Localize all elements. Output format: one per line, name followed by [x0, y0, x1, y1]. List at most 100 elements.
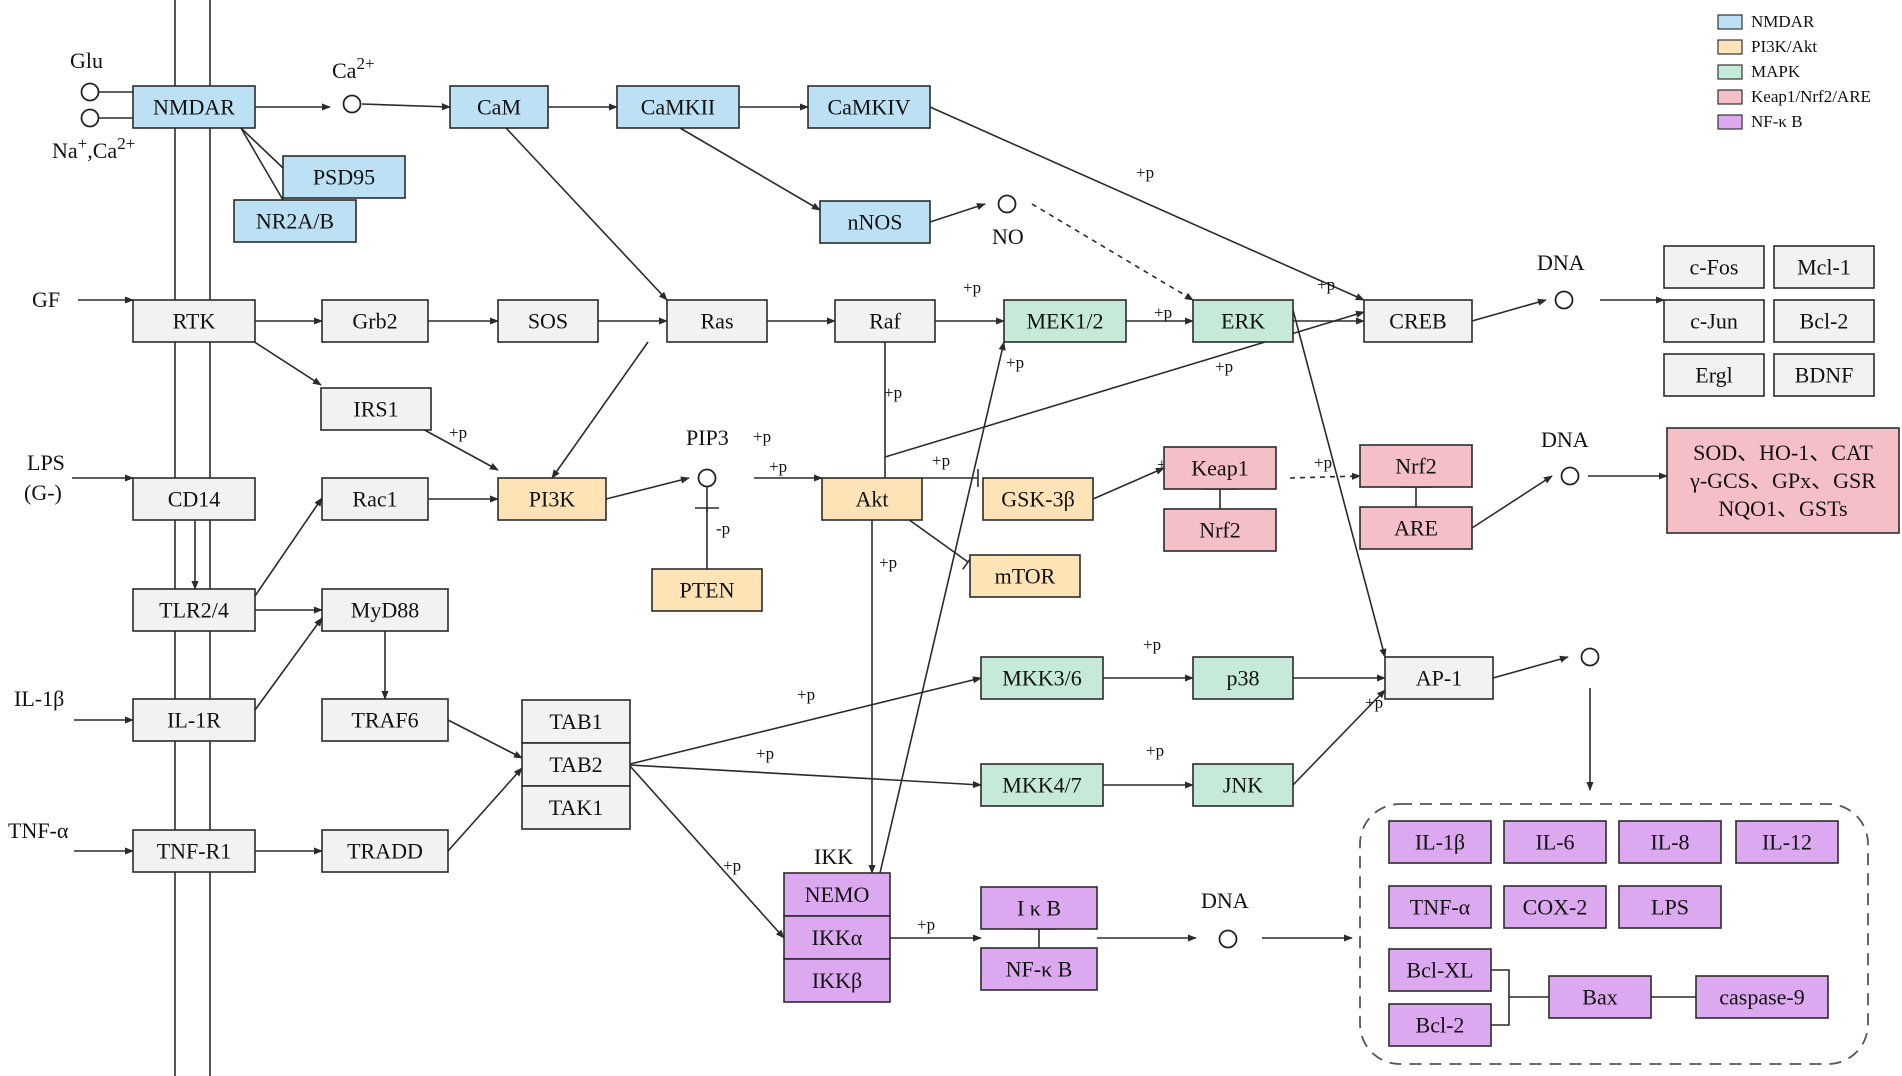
legend-label-5: NF-κ B [1751, 112, 1803, 131]
node-cjun: c-Jun [1663, 299, 1765, 343]
node-bclxl-label: Bcl-XL [1406, 958, 1473, 983]
node-nrf2b-label: Nrf2 [1395, 454, 1437, 479]
pip3-label: PIP3 [686, 425, 729, 450]
node-creb-label: CREB [1389, 309, 1446, 334]
node-jnk-label: JNK [1223, 773, 1263, 798]
node-traf6-box [321, 698, 449, 742]
node-camkiv-box [807, 85, 931, 129]
node-ergl-label: Ergl [1695, 363, 1732, 388]
node-nrf2b: Nrf2 [1359, 444, 1473, 488]
node-bdnf-box [1773, 353, 1875, 397]
node-mtor-box [969, 554, 1081, 598]
node-akt-label: Akt [856, 487, 889, 512]
edge-tradd-to-tab [447, 767, 523, 852]
node-keap1-box [1163, 446, 1277, 490]
node-il1r: IL-1R [132, 698, 256, 742]
tnfa-input-label: TNF-α [8, 818, 69, 843]
phospho-label-10: +p [1314, 453, 1332, 472]
node-creb-box [1363, 299, 1473, 343]
node-il1r-label: IL-1R [167, 708, 221, 733]
no-label: NO [992, 224, 1024, 249]
node-mek12: MEK1/2 [1003, 299, 1127, 343]
node-antiox-line-1: SOD、HO-1、CAT [1693, 440, 1873, 465]
legend-swatch-4 [1717, 89, 1743, 105]
node-bcl2b-box [1388, 1003, 1492, 1047]
circle-no [997, 194, 1017, 214]
node-mcl1-box [1773, 245, 1875, 289]
node-camkii-box [616, 85, 740, 129]
node-nrf2a-box [1163, 508, 1277, 552]
phospho-label-17: +p [1365, 693, 1383, 712]
phospho-label-5: +p [1215, 357, 1233, 376]
node-rac1: Rac1 [321, 477, 429, 521]
node-mkk47: MKK4/7 [980, 763, 1104, 807]
circle-ap1out [1580, 647, 1600, 667]
phospho-label-21: +p [917, 915, 935, 934]
node-grb2-box [321, 299, 429, 343]
node-rtk: RTK [132, 299, 256, 343]
node-psd95: PSD95 [282, 155, 406, 199]
node-cox2-label: COX-2 [1523, 895, 1588, 920]
node-tnfr1: TNF-R1 [132, 829, 256, 873]
phospho-label-2: +p [1154, 303, 1172, 322]
edge-bcl-bracket [1491, 969, 1510, 1026]
node-bcl2a-box [1773, 299, 1875, 343]
node-gsk3b-label: GSK-3β [1001, 487, 1075, 512]
node-camkiv-label: CaMKIV [827, 95, 910, 120]
node-mcl1-label: Mcl-1 [1797, 255, 1851, 280]
phospho-label-1: +p [963, 278, 981, 297]
circle-glu2 [80, 108, 100, 128]
node-mkk47-label: MKK4/7 [1002, 773, 1081, 798]
node-cjun-label: c-Jun [1690, 309, 1738, 334]
node-mtor-label: mTOR [995, 564, 1056, 589]
edge-traf6-to-tab [447, 719, 523, 759]
node-mek12-box [1003, 299, 1127, 343]
node-ikkb: IKKβ [783, 958, 891, 1003]
node-ras-label: Ras [701, 309, 734, 334]
na-ca-label: Na+,Ca2+ [52, 134, 135, 163]
node-bcl2a: Bcl-2 [1773, 299, 1875, 343]
node-tak1: TAK1 [521, 785, 631, 830]
node-ap1: AP-1 [1384, 656, 1494, 700]
node-bax-label: Bax [1582, 985, 1617, 1010]
node-jnk-box [1192, 763, 1294, 807]
node-creb: CREB [1363, 299, 1473, 343]
phospho-label-15: +p [1143, 635, 1161, 654]
node-il1b_out-label: IL-1β [1415, 830, 1465, 855]
node-nnos-label: nNOS [847, 210, 902, 235]
node-camkii: CaMKII [616, 85, 740, 129]
dna-label-nfkb: DNA [1201, 888, 1249, 913]
circle-dna1 [1554, 290, 1574, 310]
legend-swatch-3 [1717, 64, 1743, 80]
gf-label: GF [32, 287, 60, 312]
legend-label-4: Keap1/Nrf2/ARE [1751, 87, 1871, 106]
node-tlr24: TLR2/4 [132, 588, 256, 632]
edge-camkiv-to-creb [929, 106, 1365, 301]
edge-nnos-to-no [929, 203, 986, 223]
node-irs1-label: IRS1 [353, 397, 398, 422]
node-rac1-label: Rac1 [352, 487, 397, 512]
node-myd88-label: MyD88 [351, 598, 419, 623]
node-il8-label: IL-8 [1650, 830, 1689, 855]
node-tnfr1-box [132, 829, 256, 873]
node-raf-box [834, 299, 936, 343]
circle-dna2 [1560, 466, 1580, 486]
node-keap1: Keap1 [1163, 446, 1277, 490]
node-cd14-box [132, 477, 256, 521]
node-ras-box [666, 299, 768, 343]
edge-ap1-to-output [1492, 655, 1569, 679]
node-il8-box [1618, 820, 1722, 864]
edge-jnk-to-ap1 [1292, 689, 1386, 786]
node-myd88: MyD88 [321, 588, 449, 632]
node-cam-box [449, 85, 549, 129]
node-rtk-box [132, 299, 256, 343]
node-sos-box [497, 299, 599, 343]
edge-il1r-to-myd88 [254, 617, 323, 711]
edge-ras-to-pi3k [551, 341, 649, 479]
dephospho-label: -p [716, 519, 730, 538]
node-tnfa_out: TNF-α [1388, 885, 1492, 929]
node-pi3k: PI3K [497, 477, 607, 521]
edge-ca-to-cam [361, 103, 451, 111]
node-pten-box [651, 568, 763, 612]
